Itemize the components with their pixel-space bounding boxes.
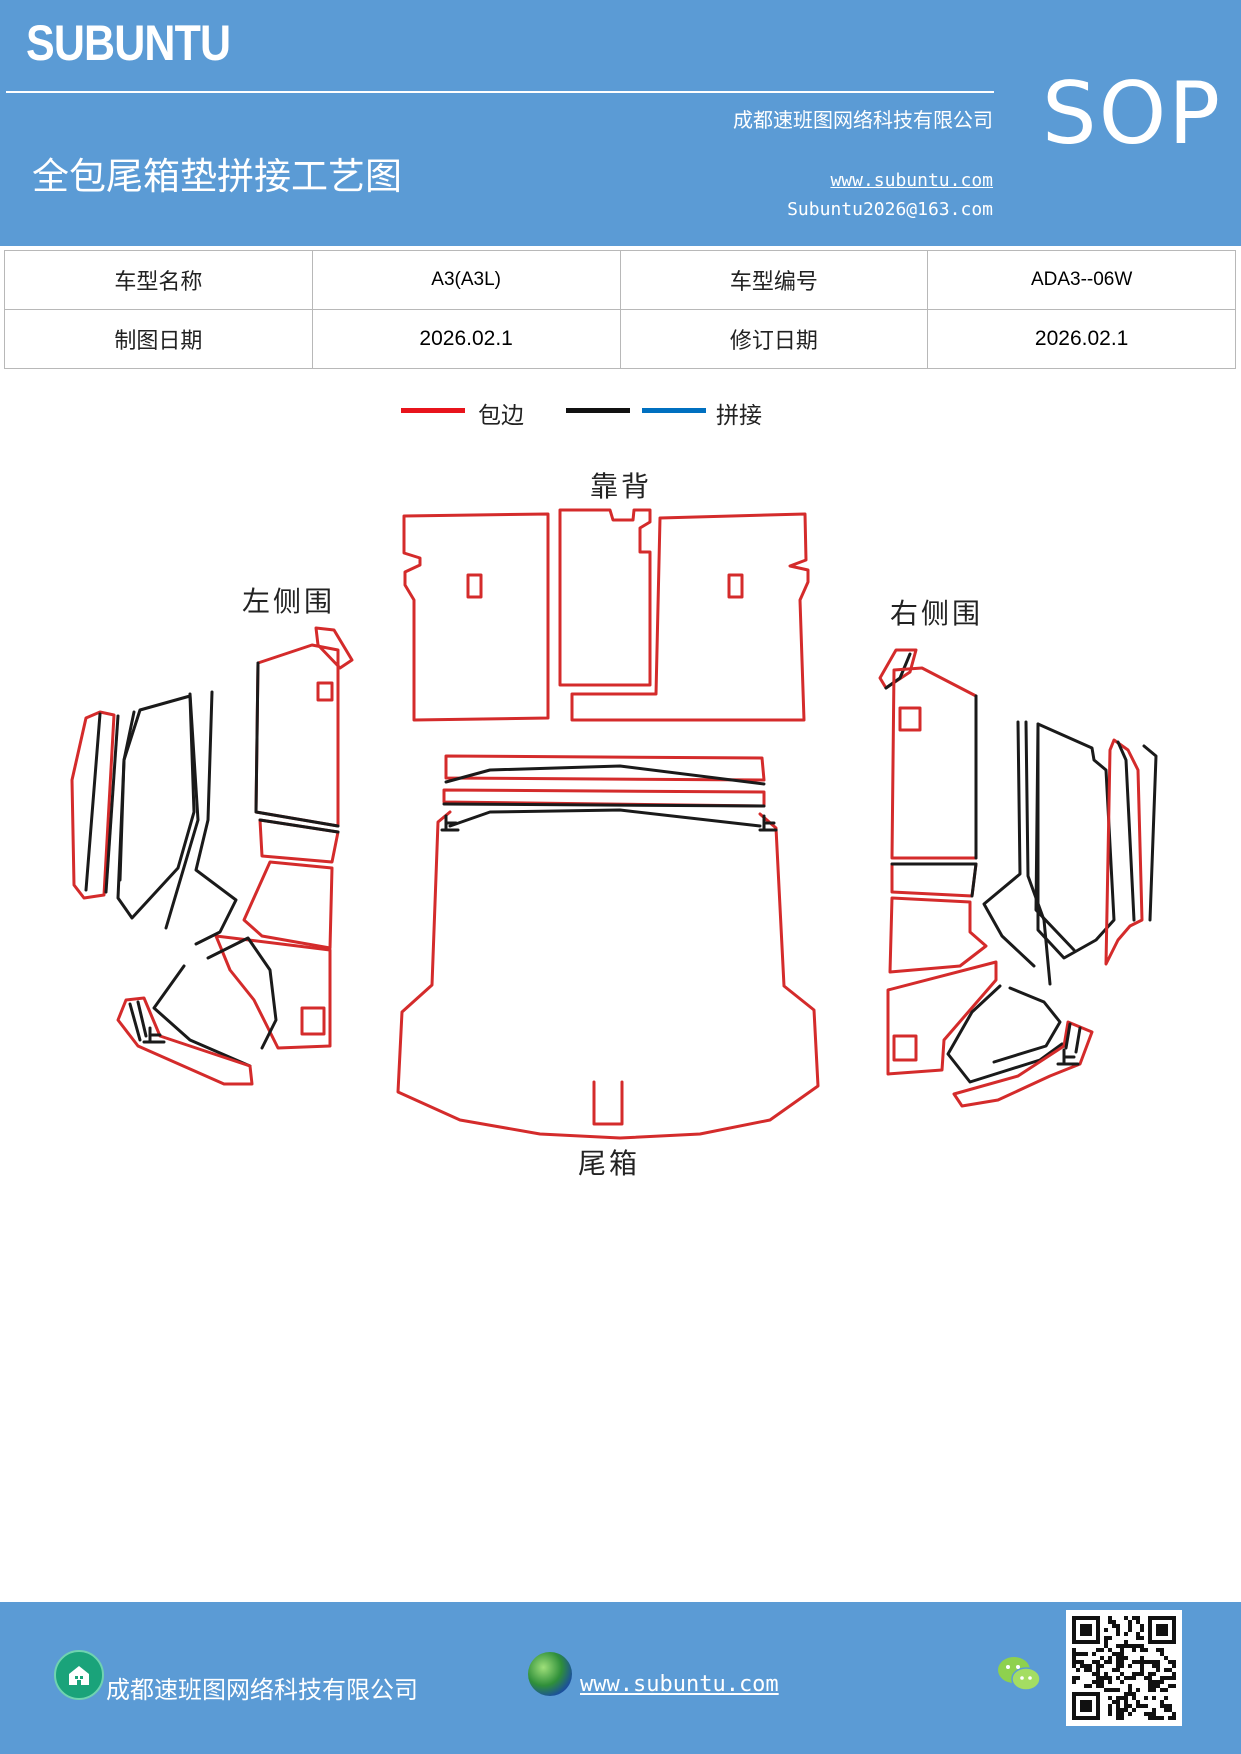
globe-icon [528, 1652, 572, 1696]
table-row: 车型名称 A3(A3L) 车型编号 ADA3--06W [4, 250, 1236, 310]
website-link[interactable]: www.subuntu.com [830, 170, 993, 191]
legend-splice-black-swatch [566, 408, 630, 413]
trunk-floor-main [396, 810, 820, 1140]
backrest-left-panel [402, 512, 550, 722]
right-arc-splice-2 [1142, 744, 1158, 922]
right-mid-panel [890, 862, 978, 898]
right-bottom-panel [886, 960, 998, 1076]
right-clip [1056, 1048, 1080, 1066]
left-bottom-strip [116, 996, 254, 1086]
left-corner-tab [314, 626, 354, 670]
draw-date-label: 制图日期 [4, 309, 313, 369]
model-code-label: 车型编号 [619, 250, 929, 310]
left-upper-panel [254, 643, 340, 828]
trunk-pieces [396, 754, 820, 1140]
revise-date-value: 2026.02.1 [927, 309, 1236, 369]
legend-edge-swatch [401, 408, 465, 413]
legend: 包边 拼接 [0, 396, 1241, 446]
right-outer-arc [1104, 738, 1144, 966]
draw-date-value: 2026.02.1 [311, 309, 621, 369]
left-bottom-splice [128, 1000, 148, 1042]
trunk-clip-right [758, 814, 778, 832]
legend-edge-label: 包边 [478, 403, 524, 429]
document-title: 全包尾箱垫拼接工艺图 [32, 155, 402, 198]
model-code-value: ADA3--06W [927, 250, 1236, 310]
revise-date-label: 修订日期 [619, 309, 929, 369]
footer-banner: 成都速班图网络科技有限公司 www.subuntu.com [0, 1602, 1241, 1754]
left-upper-slot [316, 681, 334, 702]
left-wheel-splice [152, 964, 252, 1068]
trunk-strip-2-splice [442, 802, 766, 808]
left-inner-arc [194, 690, 238, 946]
backrest-right-panel [570, 512, 810, 722]
right-fender-splice [1034, 722, 1076, 952]
qr-code-icon [1066, 1610, 1182, 1726]
footer-company-name: 成都速班图网络科技有限公司 [106, 1676, 418, 1704]
left-outer-arc [70, 710, 116, 900]
backrest-label: 靠背 [590, 470, 652, 503]
trunk-clip-left [440, 814, 460, 832]
right-corner-splice [884, 652, 912, 690]
right-arc-splice-1 [1116, 740, 1136, 922]
right-lower-panel [888, 896, 988, 974]
right-mid-splice [890, 862, 978, 898]
header-banner: SUBUNTU 成都速班图网络科技有限公司 全包尾箱垫拼接工艺图 www.sub… [0, 0, 1241, 246]
right-bottom-slot [892, 1034, 918, 1062]
trunk-top-splice [444, 764, 766, 786]
left-mid-splice [258, 818, 340, 834]
trunk-floor-splice [448, 808, 762, 828]
right-wheel-splice [992, 986, 1062, 1064]
left-arc-splice-1 [84, 712, 102, 892]
table-row: 制图日期 2026.02.1 修订日期 2026.02.1 [4, 309, 1236, 369]
building-icon [54, 1650, 104, 1700]
right-wheel-panel [946, 984, 1064, 1084]
right-side-label: 右侧围 [890, 597, 983, 630]
left-wheel-panel [206, 936, 278, 1050]
left-lower-panel [242, 860, 334, 950]
left-fender-splice [164, 692, 200, 930]
email-address: Subuntu2026@163.com [787, 199, 993, 220]
header-divider [6, 91, 994, 93]
right-inner-arc [982, 720, 1036, 968]
left-side-pieces [70, 626, 354, 1086]
left-bottom-slot [300, 1006, 326, 1036]
left-bottom-panel [214, 934, 332, 1050]
backrest-left-slot [466, 573, 483, 599]
right-upper-panel [890, 666, 978, 860]
left-arc-splice-2 [104, 714, 120, 894]
right-fender-panel [1036, 722, 1116, 960]
legend-splice-label: 拼接 [716, 403, 762, 429]
company-name: 成都速班图网络科技有限公司 [733, 108, 993, 132]
right-side-pieces [878, 648, 1158, 1108]
model-name-value: A3(A3L) [311, 250, 621, 310]
backrest-right-slot [727, 573, 744, 599]
backrest-pieces [402, 508, 810, 722]
mat-layout-diagram: 靠背 左侧围 右侧围 尾箱 [70, 470, 1158, 1180]
info-table: 车型名称 A3(A3L) 车型编号 ADA3--06W 制图日期 2026.02… [4, 250, 1236, 369]
sop-label: SOP [1042, 64, 1223, 164]
left-upper-splice [254, 661, 340, 828]
left-clip [142, 1026, 166, 1044]
left-side-label: 左侧围 [242, 585, 335, 618]
right-upper-slot [898, 706, 922, 732]
footer-website-link[interactable]: www.subuntu.com [580, 1672, 779, 1697]
right-bottom-strip [952, 1020, 1094, 1108]
model-name-label: 车型名称 [4, 250, 313, 310]
trunk-handle-slot [592, 1080, 624, 1126]
trunk-top-strip [444, 754, 766, 782]
trunk-label: 尾箱 [578, 1147, 640, 1180]
wechat-icon [998, 1657, 1041, 1691]
right-bottom-splice [1064, 1022, 1082, 1054]
backrest-center-panel [558, 508, 652, 687]
legend-splice-blue-swatch [642, 408, 706, 413]
brand-logo: SUBUNTU [26, 15, 231, 71]
